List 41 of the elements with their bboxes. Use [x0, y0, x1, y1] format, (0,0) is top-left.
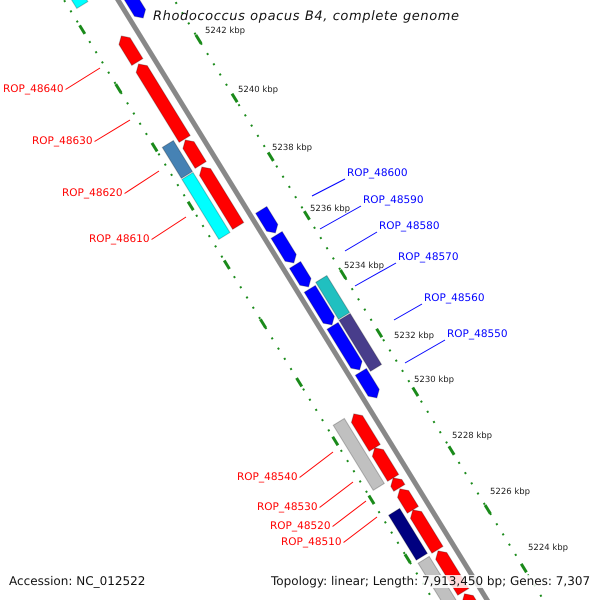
scale-label: 5226 kbp	[490, 486, 530, 499]
gene-label: ROP_48530	[257, 501, 318, 514]
gene-label: ROP_48630	[32, 135, 93, 148]
leader-line	[354, 262, 396, 286]
leader-line	[332, 500, 366, 527]
leader-line	[343, 516, 378, 543]
leader-line	[319, 482, 354, 508]
accession-label: Accession: NC_012522	[9, 575, 146, 588]
leader-line	[299, 452, 334, 478]
leader-line	[344, 232, 378, 252]
scale-label: 5230 kbp	[414, 374, 454, 387]
scale-label: 5236 kbp	[310, 203, 350, 216]
scale-label: 5238 kbp	[272, 142, 312, 155]
genome-summary: Topology: linear; Length: 7,913,450 bp; Genes: 7,307	[271, 575, 590, 588]
scale-label: 5240 kbp	[238, 84, 278, 97]
scale-label: 5228 kbp	[452, 430, 492, 443]
gene-label: ROP_48560	[424, 292, 485, 305]
scale-label: 5224 kbp	[528, 542, 568, 555]
gene-label: ROP_48550	[447, 328, 508, 341]
leader-line	[404, 340, 446, 364]
genome-title: Rhodococcus opacus B4, complete genome	[153, 10, 460, 23]
leader-line	[394, 304, 422, 320]
gene-label: ROP_48520	[270, 520, 331, 533]
gene-label: ROP_48570	[398, 251, 459, 264]
scale-label: 5242 kbp	[205, 25, 246, 38]
leader-line	[320, 206, 362, 230]
gene-label: ROP_48540	[237, 471, 298, 484]
gene-label: ROP_48640	[3, 83, 64, 96]
leader-line	[94, 120, 130, 142]
gene-label: ROP_48580	[379, 220, 440, 233]
leader-line	[124, 170, 160, 194]
gene-label: ROP_48600	[347, 167, 408, 180]
scale-label: 5232 kbp	[394, 330, 434, 343]
gene-label: ROP_48510	[281, 536, 342, 549]
gene-label: ROP_48620	[62, 187, 123, 200]
gene-label: ROP_48610	[89, 233, 150, 246]
scale-label: 5234 kbp	[344, 260, 384, 273]
gene-label: ROP_48590	[363, 194, 424, 207]
leader-line	[65, 68, 100, 90]
leader-line	[312, 178, 346, 196]
leader-line	[151, 216, 186, 240]
